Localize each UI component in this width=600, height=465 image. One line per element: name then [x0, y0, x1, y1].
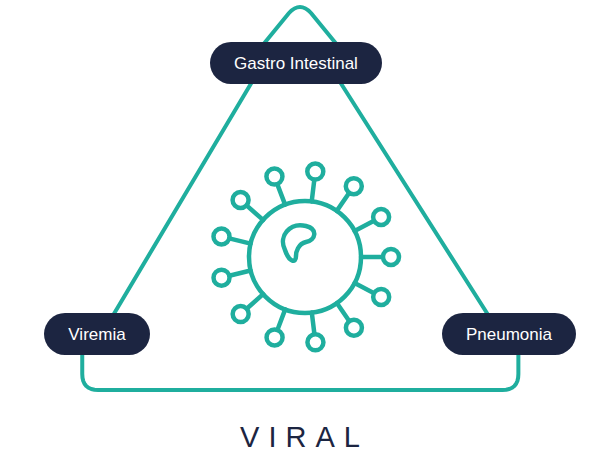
spike-knob: [266, 169, 282, 185]
virus-spike: [361, 255, 383, 260]
node-label: Pneumonia: [466, 326, 552, 343]
spike-knob: [307, 334, 323, 350]
spike-knob: [346, 178, 362, 194]
virus-body: [249, 201, 361, 313]
spike-knob: [346, 320, 362, 336]
virus-spike: [312, 313, 315, 335]
triangle-side: [114, 83, 251, 314]
spike-knob: [373, 209, 389, 225]
pill-node: Viremia: [44, 313, 149, 355]
virus-spike: [247, 205, 263, 220]
pill-node: Pneumonia: [442, 313, 576, 355]
virus-spike: [229, 238, 250, 243]
spike-knob: [383, 249, 399, 265]
virus-spike: [355, 283, 374, 293]
spike-knob: [233, 306, 249, 322]
spike-knob: [214, 270, 230, 286]
virus-icon: [213, 164, 399, 351]
spike-knob: [373, 289, 389, 305]
triangle-apex: [262, 7, 338, 46]
virus-spike: [229, 270, 250, 275]
virus-spike: [277, 184, 285, 205]
spike-knob: [307, 164, 323, 180]
pill-node: Gastro Intestinal: [210, 42, 382, 84]
virus-spike: [355, 221, 374, 231]
triangle-side: [82, 354, 518, 390]
virus-spike: [312, 180, 315, 202]
virus-spike: [247, 294, 263, 309]
virus-core: [283, 225, 314, 260]
triangle-side: [341, 83, 488, 314]
virus-spike: [277, 309, 285, 330]
spike-knob: [213, 228, 229, 244]
virus-spike: [337, 303, 350, 321]
diagram-title: VIRAL: [240, 421, 369, 454]
virus-spike: [337, 193, 349, 211]
node-label: Viremia: [68, 326, 125, 343]
node-label: Gastro Intestinal: [234, 55, 358, 72]
spike-knob: [267, 329, 283, 345]
spike-knob: [233, 192, 249, 208]
